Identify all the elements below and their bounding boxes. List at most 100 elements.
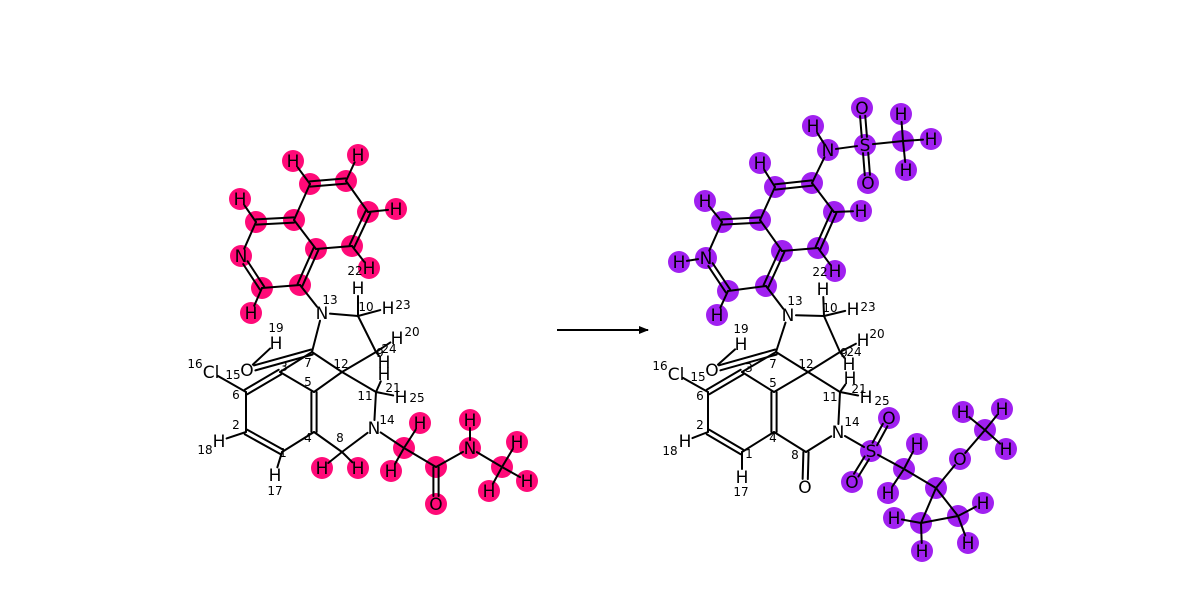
product-bond-p10-p23 [823, 309, 847, 317]
reactant-bond-ra1-rh1 [253, 287, 263, 307]
reactant-atom-r23: H [382, 299, 395, 319]
product-bond-pa3-pa4-0 [720, 216, 761, 221]
product-bond-pa2-pah6 [685, 258, 700, 262]
product-atom-pah5: H [829, 262, 842, 282]
product-atom-pc8o: O [798, 478, 811, 498]
product-bond-p13-p22 [839, 383, 847, 393]
reactant-bond-r7-r9 [311, 319, 322, 353]
product-atom-p24: H [817, 280, 830, 300]
reactant-atom-r22: H [378, 365, 391, 385]
reactant-map-number-22: 22 [347, 264, 362, 278]
product-bond-pn1-ps1 [834, 145, 859, 150]
product-bond-ps1-ps3-0 [867, 151, 871, 176]
product-bond-pt9-pt11 [984, 414, 998, 431]
product-bond-p11-p20 [839, 342, 857, 353]
product-bond-pa8-pn1 [811, 156, 826, 184]
reactant-highlight-rs11 [380, 460, 402, 482]
product-bond-ps1-ps3-1 [862, 152, 866, 177]
product-highlight-pa2 [695, 247, 717, 269]
reactant-atom-rh2: H [234, 190, 247, 210]
product-bond-pt16-pt17 [957, 505, 977, 517]
product-bond-p3-p4-1 [708, 373, 745, 396]
product-atom-pah2: H [699, 192, 712, 212]
reactant-bond-r11-r20 [375, 341, 392, 353]
product-bond-p7-p9 [775, 321, 787, 353]
reactant-bond-rs1-rs2 [403, 447, 437, 468]
product-map-number-17: 17 [733, 485, 748, 499]
product-map-number-8: 8 [791, 448, 799, 462]
reactant-bond-r15-rh8 [341, 451, 354, 464]
reactant-atom-r20: H [391, 329, 404, 349]
product-highlight-pah3 [749, 152, 771, 174]
reactant-bond-ra4-ra7 [293, 183, 311, 221]
product-atom-p8: O [705, 361, 718, 381]
reactant-bond-r14-r15 [341, 431, 369, 453]
reactant-map-number-7: 7 [304, 356, 312, 370]
product-bond-p1-p2-1 [708, 428, 745, 451]
product-bond-pt1-pt2-0 [871, 422, 884, 444]
product-bond-p13-p14 [837, 391, 841, 426]
reactant-map-number-16: 16 [187, 357, 202, 371]
product-bond-pt13-pt16 [920, 515, 959, 524]
product-atom-pt11: H [996, 400, 1009, 420]
reactant-map-number-19: 19 [268, 321, 283, 335]
reactant-bond-r1-r17 [276, 451, 283, 469]
reactant-bond-r15-rh7 [327, 451, 343, 465]
product-bond-p13-p25 [839, 391, 860, 397]
reactant-atom-rs11: H [385, 462, 398, 482]
product-highlight-ps5 [890, 103, 912, 125]
product-atom-ps7: H [900, 161, 913, 181]
reactant-map-number-10: 10 [358, 300, 373, 314]
reactant-map-number-23: 23 [395, 298, 410, 312]
reactant-atom-ra2: N [235, 247, 248, 267]
product-atom-pt6: H [882, 484, 895, 504]
product-bond-pt7-pt13 [920, 487, 937, 524]
product-atom-pt3: O [845, 473, 858, 493]
reactant-bond-ra9-ra10-0 [353, 212, 372, 249]
product-highlight-pah5 [824, 260, 846, 282]
product-bond-p12-p7 [775, 351, 809, 373]
product-map-number-2: 2 [696, 418, 704, 432]
reactant-atom-rs9: H [483, 482, 496, 502]
reactant-atom-r18: H [213, 432, 226, 452]
product-atom-p21: H [843, 355, 856, 375]
product-atom-pt8: O [953, 450, 966, 470]
product-map-number-18: 18 [662, 444, 677, 458]
reactant-atom-r8: O [240, 361, 253, 381]
product-bond-p15-pc8o-0 [806, 451, 810, 481]
product-atom-p23: H [847, 300, 860, 320]
product-bond-pa2-pa3 [708, 221, 723, 252]
reactant-highlight-rs9 [478, 480, 500, 502]
reactant-bond-r1-r2-1 [246, 428, 285, 451]
reactant-bond-r10-r11 [357, 315, 377, 353]
product-bond-p3-p4-0 [705, 368, 742, 391]
product-map-number-21: 21 [851, 382, 866, 396]
reactant-bond-r13-r14 [373, 391, 377, 422]
reactant-bond-ra9-rh5 [367, 208, 390, 213]
reactant-bond-ra3-ra4-1 [255, 221, 296, 226]
reactant-bond-r3-r16 [216, 374, 247, 393]
reactant-highlight-rh2 [229, 188, 251, 210]
reactant-atom-rh6: H [363, 259, 376, 279]
reactant-map-number-11: 11 [357, 389, 372, 403]
reactant-bond-rs6-rs8 [501, 466, 522, 479]
reactant-bond-rs6-rs9 [491, 466, 503, 485]
product-bond-pt1-pt3-0 [857, 458, 871, 478]
product-map-number-15: 15 [690, 370, 705, 384]
reactant-atom-rs10: H [414, 414, 427, 434]
reactant-bond-r3-r4-0 [243, 368, 280, 391]
reactant-bond-r10-r23 [357, 309, 382, 317]
product-atom-ps1: S [860, 136, 871, 156]
product-atom-p9: N [782, 306, 795, 326]
product-bond-pt9-pt10 [968, 416, 986, 431]
product-bond-pa6-pa1 [727, 285, 767, 292]
product-atom-pt17: H [977, 494, 990, 514]
reactant-bond-ra10-rh6 [351, 245, 366, 263]
reactant-bond-ra9-ra10-1 [348, 209, 367, 246]
product-highlight-pah6 [668, 251, 690, 273]
